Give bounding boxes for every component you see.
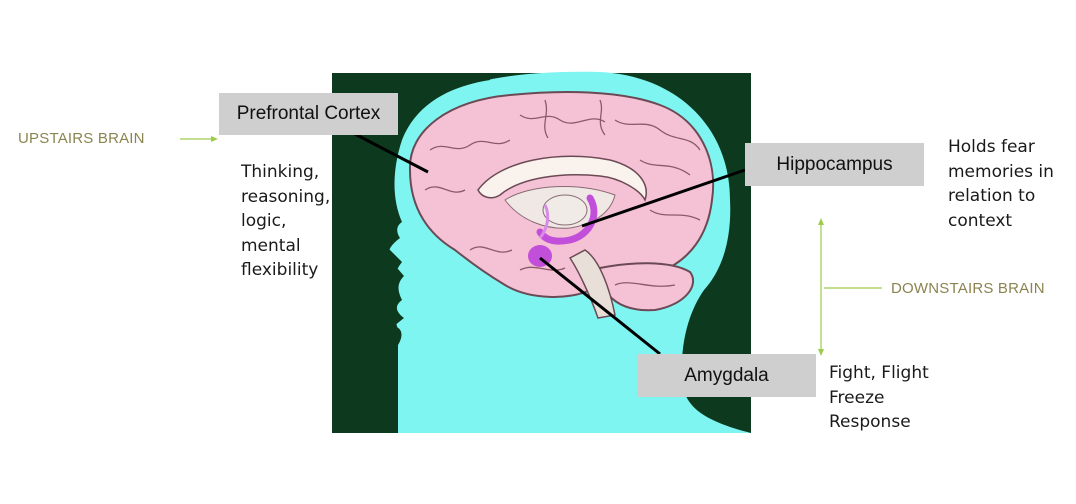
prefrontal-pointer — [354, 132, 429, 174]
face-profile — [332, 73, 490, 433]
amygdala-pointer — [539, 256, 661, 356]
corpus-callosum — [477, 155, 647, 202]
thalamus — [542, 194, 588, 226]
downstairs-brain-label: DOWNSTAIRS BRAIN — [891, 280, 1045, 297]
upstairs-arrow — [180, 136, 218, 142]
brainstem — [568, 249, 616, 319]
desc-line: relation to — [948, 186, 1036, 206]
fornix — [538, 204, 550, 239]
cerebellum — [598, 262, 695, 312]
desc-line: context — [948, 210, 1013, 231]
amygdala-label: Amygdala — [637, 354, 816, 397]
prefrontal-description: Thinking, reasoning, logic, mental flexi… — [241, 160, 330, 283]
desc-line: Fight, Flight — [829, 363, 929, 383]
hippocampus-structure — [536, 194, 598, 245]
desc-line: Holds fear — [948, 137, 1035, 157]
brain — [408, 91, 715, 319]
desc-line: memories in — [948, 161, 1054, 182]
desc-line: reasoning, — [241, 186, 331, 207]
desc-line: mental — [241, 235, 301, 256]
upstairs-brain-label: UPSTAIRS BRAIN — [18, 130, 145, 147]
desc-line: Freeze — [829, 387, 885, 408]
hippocampus-label: Hippocampus — [745, 143, 924, 186]
hippocampus-description: Holds fear memories in relation to conte… — [948, 135, 1054, 233]
desc-line: flexibility — [241, 260, 319, 280]
gyri-lines — [424, 99, 701, 287]
desc-line: Thinking, — [241, 162, 320, 182]
downstairs-arrow — [818, 218, 882, 356]
desc-line: logic, — [241, 211, 287, 231]
desc-line: Response — [829, 412, 911, 432]
amygdala-description: Fight, Flight Freeze Response — [829, 361, 929, 435]
prefrontal-cortex-label: Prefrontal Cortex — [219, 93, 398, 135]
hippocampus-pointer — [581, 168, 746, 228]
